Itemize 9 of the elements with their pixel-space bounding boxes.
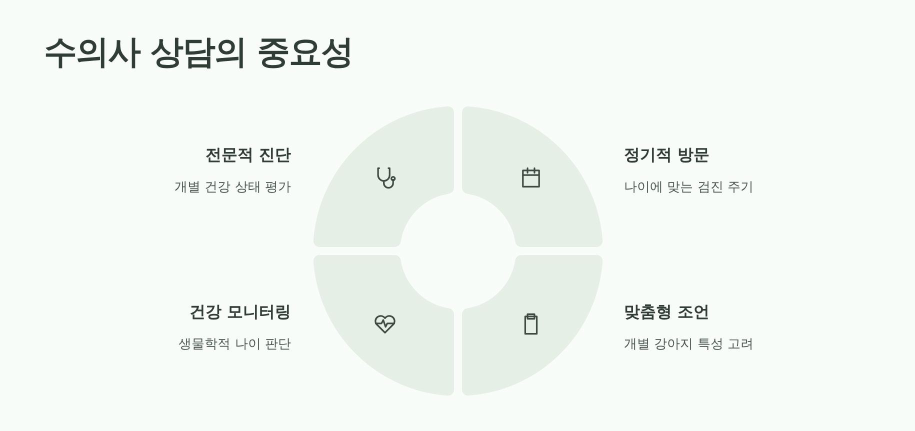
heading: 전문적 진단 [205,145,291,166]
heading: 맞춤형 조언 [624,302,710,323]
description: 개별 강아지 특성 고려 [624,336,754,353]
description: 개별 건강 상태 평가 [174,179,291,196]
description: 생물학적 나이 판단 [178,336,291,353]
heading: 정기적 방문 [624,145,710,166]
description: 나이에 맞는 검진 주기 [624,179,754,196]
title: 수의사 상담의 중요성 [44,31,353,73]
heading: 건강 모니터링 [189,302,291,323]
